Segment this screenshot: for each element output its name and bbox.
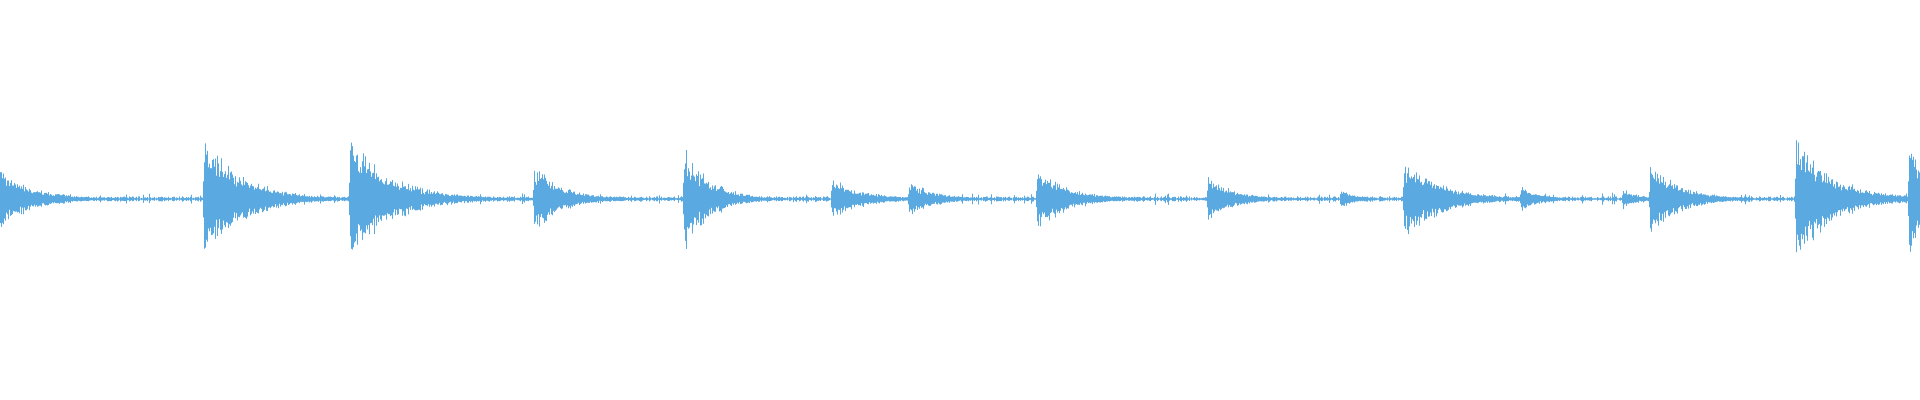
waveform-bars bbox=[0, 140, 1920, 253]
waveform-signal bbox=[0, 140, 1920, 253]
